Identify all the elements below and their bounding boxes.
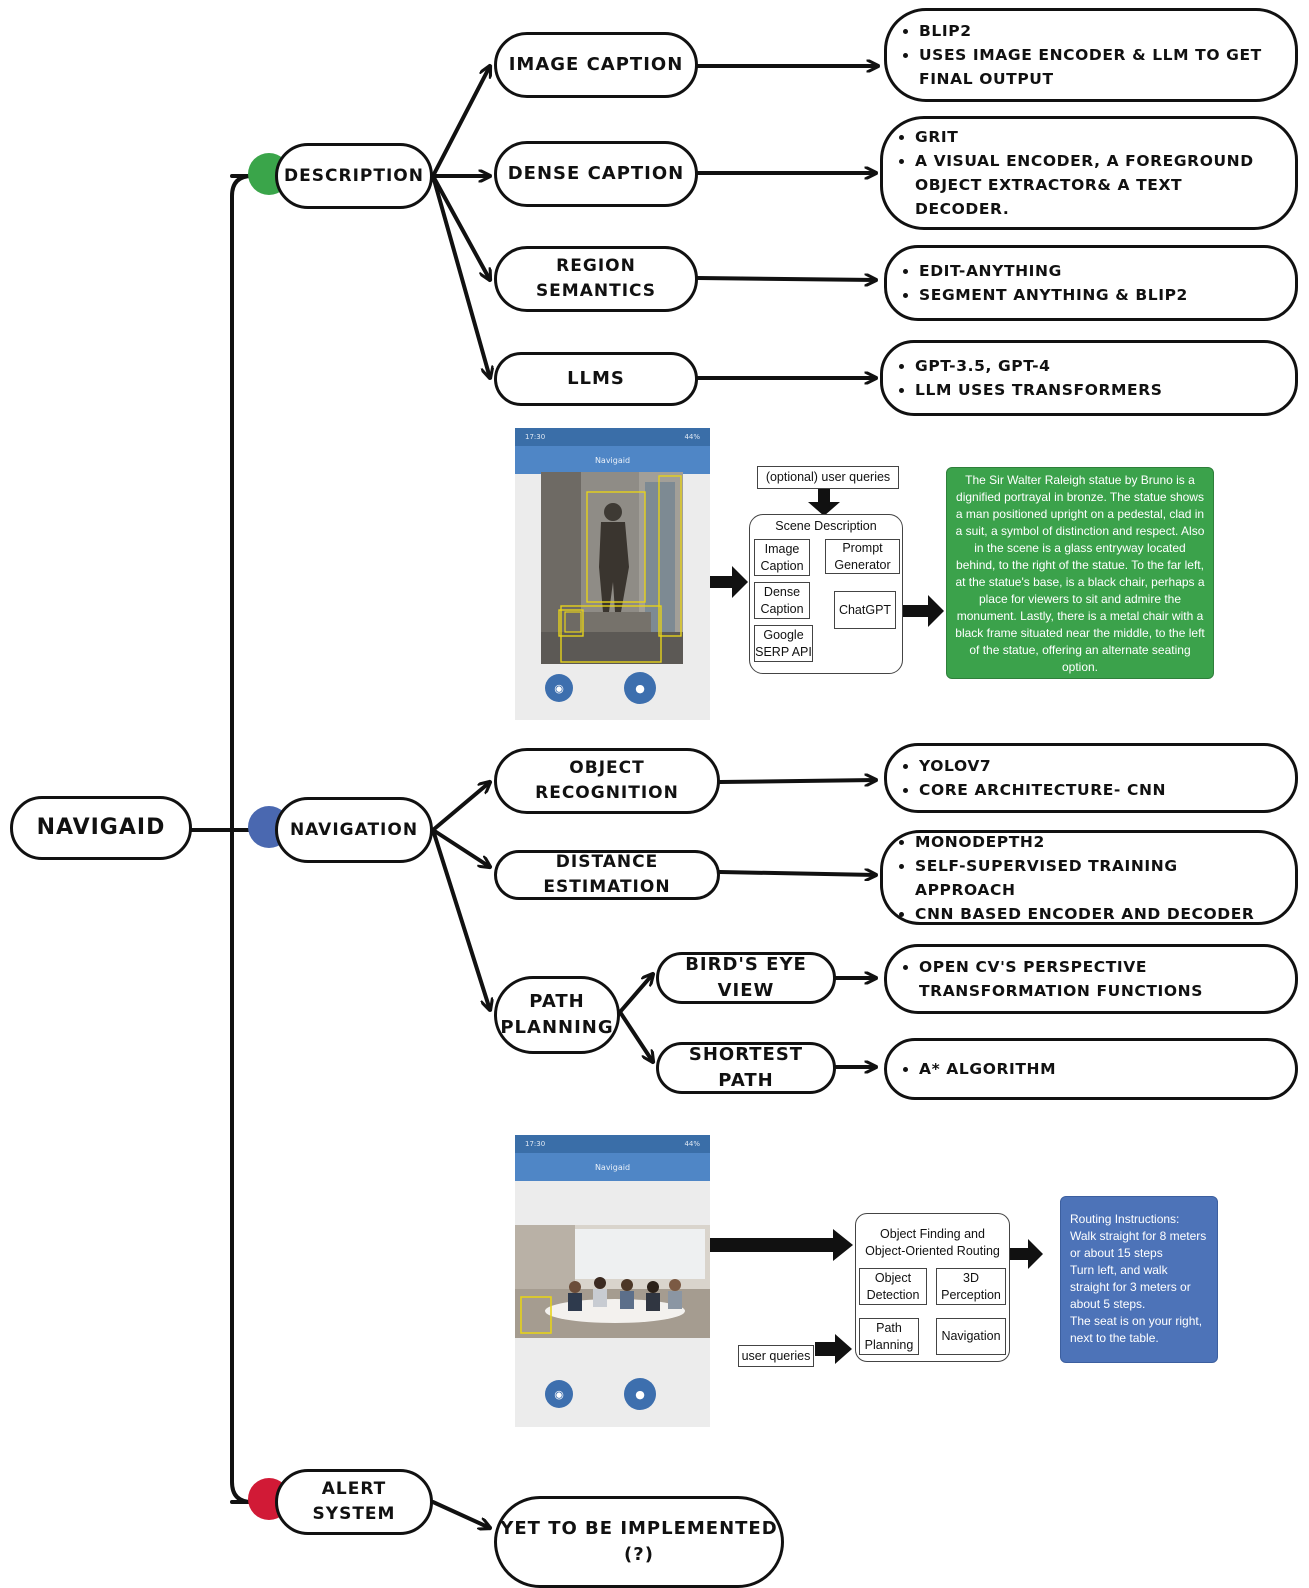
node-path-planning: PATH PLANNING <box>494 976 620 1054</box>
scene-description-title: Scene Description <box>775 519 877 533</box>
node-shortest-path: SHORTEST PATH <box>656 1042 836 1094</box>
image-caption-box: Image Caption <box>754 539 810 576</box>
phone-screenshot-scene: 17:30 44% Navigaid ◉ ● <box>515 428 710 720</box>
phone-status-bar: 17:30 44% <box>515 1135 710 1153</box>
detail-birds-eye-view: OPEN CV'S PERSPECTIVE TRANSFORMATION FUN… <box>884 944 1298 1014</box>
phone-app-bar: Navigaid <box>515 1153 710 1181</box>
branch-description: DESCRIPTION <box>275 143 433 209</box>
3d-perception-box: 3D Perception <box>936 1268 1006 1305</box>
camera-button[interactable]: ◉ <box>545 1380 573 1408</box>
node-object-recognition: OBJECT RECOGNITION <box>494 748 720 814</box>
path-planning-box: Path Planning <box>859 1318 919 1355</box>
root-node: NAVIGAID <box>10 796 192 860</box>
object-detection-box: Object Detection <box>859 1268 927 1305</box>
detail-object-recognition: YOLOV7 CORE ARCHITECTURE- CNN <box>884 743 1298 813</box>
phone-screenshot-routing: 17:30 44% Navigaid ◉ ● <box>515 1135 710 1427</box>
navigation-box: Navigation <box>936 1318 1006 1355</box>
branch-navigation: NAVIGATION <box>275 797 433 863</box>
google-serp-api-box: Google SERP API <box>754 625 813 662</box>
node-region-semantics: REGION SEMANTICS <box>494 246 698 312</box>
camera-button[interactable]: ◉ <box>545 674 573 702</box>
microphone-button[interactable]: ● <box>624 672 656 704</box>
node-distance-estimation: DISTANCE ESTIMATION <box>494 850 720 900</box>
phone-app-bar: Navigaid <box>515 446 710 474</box>
node-dense-caption: DENSE CAPTION <box>494 141 698 207</box>
detail-region-semantics: EDIT-ANYTHING SEGMENT ANYTHING & BLIP2 <box>884 245 1298 321</box>
branch-alert-system: ALERT SYSTEM <box>275 1469 433 1535</box>
routing-instructions-output: Routing Instructions: Walk straight for … <box>1060 1196 1218 1363</box>
statue-photo <box>541 472 683 664</box>
node-image-caption: IMAGE CAPTION <box>494 32 698 98</box>
phone-status-bar: 17:30 44% <box>515 428 710 446</box>
dense-caption-box: Dense Caption <box>754 582 810 619</box>
meeting-room-photo <box>515 1225 710 1338</box>
node-yet-to-be-implemented: YET TO BE IMPLEMENTED (?) <box>494 1496 784 1588</box>
node-llms: LLMS <box>494 352 698 406</box>
scene-description-output: The Sir Walter Raleigh statue by Bruno i… <box>946 467 1214 679</box>
detail-distance-estimation: MONODEPTH2 SELF-SUPERVISED TRAINING APPR… <box>880 830 1298 925</box>
detail-llms: GPT-3.5, GPT-4 LLM USES TRANSFORMERS <box>880 340 1298 416</box>
detail-shortest-path: A* ALGORITHM <box>884 1038 1298 1100</box>
microphone-button[interactable]: ● <box>624 1378 656 1410</box>
chatgpt-box: ChatGPT <box>834 591 896 629</box>
detail-image-caption: BLIP2 USES IMAGE ENCODER & LLM TO GET FI… <box>884 8 1298 102</box>
detail-dense-caption: GRIT A VISUAL ENCODER, A FOREGROUND OBJE… <box>880 116 1298 230</box>
optional-user-queries-box: (optional) user queries <box>757 466 899 489</box>
root-label: NAVIGAID <box>36 815 166 841</box>
prompt-generator-box: Prompt Generator <box>825 539 900 574</box>
node-birds-eye-view: BIRD'S EYE VIEW <box>656 952 836 1004</box>
user-queries-box: user queries <box>738 1345 814 1367</box>
object-routing-title: Object Finding and Object-Oriented Routi… <box>865 1227 1000 1258</box>
